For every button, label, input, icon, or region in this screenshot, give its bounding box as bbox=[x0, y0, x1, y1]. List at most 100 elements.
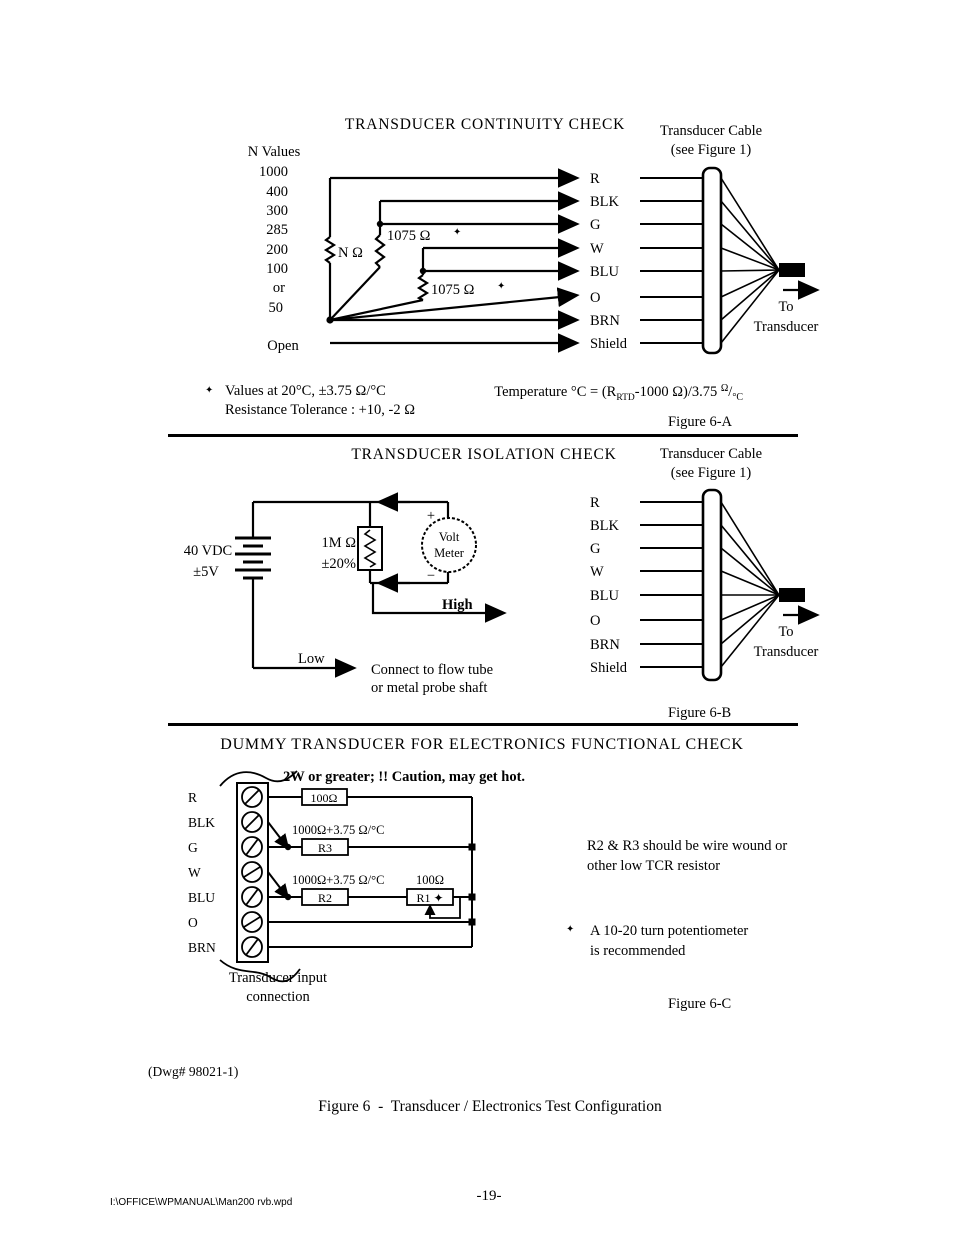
caution-note: 2W or greater; !! Caution, may get hot. bbox=[283, 769, 525, 785]
wire-label: W bbox=[590, 241, 604, 257]
section-divider bbox=[168, 434, 798, 437]
connect-note: or metal probe shaft bbox=[371, 680, 487, 696]
to-transducer-label: To bbox=[778, 299, 793, 315]
potentiometer-note: is recommended bbox=[590, 943, 686, 959]
fig-a-label: Figure 6-A bbox=[668, 414, 733, 430]
isolation-resistor bbox=[357, 526, 383, 571]
fig-b-label: Figure 6-B bbox=[668, 705, 731, 721]
asterisk-star-icon: ✦ bbox=[453, 227, 461, 238]
wire-label: Shield bbox=[590, 336, 628, 352]
figure-caption: Figure 6 - Transducer / Electronics Test… bbox=[318, 1098, 662, 1115]
drawing-number: (Dwg# 98021-1) bbox=[148, 1064, 239, 1079]
r2-spec: 1000Ω+3.75 Ω/°C bbox=[292, 873, 384, 887]
connect-note: Connect to flow tube bbox=[371, 662, 493, 678]
cable-plug bbox=[779, 263, 805, 277]
input-connection-label: connection bbox=[246, 989, 310, 1005]
asterisk-star-icon: ✦ bbox=[497, 281, 505, 292]
n-values-list: 1000 400 300 285 200 100 or 50 bbox=[259, 164, 288, 316]
resistor-value-label: 1M Ω bbox=[321, 535, 356, 551]
open-label: Open bbox=[267, 338, 299, 354]
fig-a-note1: Values at 20°C, ±3.75 Ω/°C bbox=[225, 383, 386, 399]
fig-a-cable-connector bbox=[640, 166, 820, 355]
wire-label: O bbox=[590, 290, 600, 306]
supply-voltage-label: 40 VDC bbox=[184, 543, 232, 559]
fig-b-cable-connector bbox=[640, 488, 820, 682]
n-value: or bbox=[273, 280, 285, 296]
wire-label: BLK bbox=[590, 194, 620, 210]
footnote-star-icon: ✦ bbox=[205, 385, 213, 396]
terminal-label: G bbox=[188, 840, 198, 855]
fig-c-label: Figure 6-C bbox=[668, 996, 731, 1012]
fig-a-cable-sublabel: (see Figure 1) bbox=[671, 142, 752, 158]
figure-6a-diagram: TRANSDUCER CONTINUITY CHECK Transducer C… bbox=[205, 116, 820, 430]
terminal-label: BRN bbox=[188, 940, 216, 955]
fig-c-resistors bbox=[301, 788, 454, 906]
cable-plug bbox=[779, 588, 805, 602]
formula-sub-degc: °C bbox=[732, 392, 743, 403]
n-value: 285 bbox=[266, 222, 288, 238]
low-lead-label: Low bbox=[298, 651, 325, 667]
wire-label: BLU bbox=[590, 588, 620, 604]
n-value: 300 bbox=[266, 203, 288, 219]
fig-b-cable-label: Transducer Cable bbox=[660, 446, 762, 462]
section-divider bbox=[168, 723, 798, 726]
terminal-screws bbox=[241, 786, 263, 958]
figure-6c-diagram: DUMMY TRANSDUCER FOR ELECTRONICS FUNCTIO… bbox=[188, 736, 787, 1012]
fig-a-title: TRANSDUCER CONTINUITY CHECK bbox=[345, 116, 625, 133]
fig-c-junction-dots bbox=[284, 843, 476, 926]
supply-tolerance-label: ±5V bbox=[193, 564, 219, 580]
meter-minus-sign: − bbox=[427, 568, 435, 584]
fig-a-formula: Temperature °C = (RRTD-1000 Ω)/3.75 Ω/°C bbox=[480, 366, 743, 420]
resistor-1075-label-1: 1075 Ω bbox=[387, 228, 431, 244]
wire-label: BLK bbox=[590, 518, 620, 534]
r1-designator: R1 ✦ bbox=[416, 891, 443, 905]
fig-c-terminal-labels: R BLK G W BLU O BRN bbox=[188, 790, 216, 955]
n-value: 400 bbox=[266, 184, 288, 200]
connector-bar bbox=[701, 488, 723, 682]
wire-label: O bbox=[590, 613, 600, 629]
fig-a-circuit-wires bbox=[323, 168, 580, 353]
terminal-label: W bbox=[188, 865, 201, 880]
fig-c-title: DUMMY TRANSDUCER FOR ELECTRONICS FUNCTIO… bbox=[220, 736, 744, 753]
wire-label: BRN bbox=[590, 313, 620, 329]
fig-b-cable-sublabel: (see Figure 1) bbox=[671, 465, 752, 481]
fig-c-circuit-wires bbox=[267, 796, 473, 948]
resistor-top-value: 100Ω bbox=[311, 791, 338, 805]
fig-a-junction-dots bbox=[326, 220, 427, 324]
fig-a-cable-label: Transducer Cable bbox=[660, 123, 762, 139]
to-transducer-label: Transducer bbox=[754, 644, 819, 660]
footnote-star-icon: ✦ bbox=[566, 924, 574, 935]
meter-plus-sign: + bbox=[427, 508, 435, 524]
wire-label: R bbox=[590, 171, 600, 187]
resistor-1075-label-2: 1075 Ω bbox=[431, 282, 475, 298]
formula-sup-ohm: Ω bbox=[720, 383, 729, 394]
meter-label: Meter bbox=[434, 546, 465, 560]
terminal-label: BLK bbox=[188, 815, 215, 830]
terminal-block bbox=[219, 770, 301, 983]
terminal-label: BLU bbox=[188, 890, 215, 905]
n-value: 50 bbox=[269, 300, 284, 316]
terminal-label: O bbox=[188, 915, 198, 930]
volt-meter bbox=[421, 517, 477, 573]
fig-b-title: TRANSDUCER ISOLATION CHECK bbox=[351, 446, 616, 463]
r3-spec: 1000Ω+3.75 Ω/°C bbox=[292, 823, 384, 837]
fig-b-circuit-wires bbox=[251, 492, 507, 678]
wire-label: BLU bbox=[590, 264, 620, 280]
formula-pre: Temperature °C = (R bbox=[494, 384, 617, 400]
page-number: -19- bbox=[476, 1188, 502, 1204]
wire-label: Shield bbox=[590, 660, 628, 676]
formula-slash: / bbox=[728, 384, 733, 400]
wire-label: BRN bbox=[590, 637, 620, 653]
fig-a-note2: Resistance Tolerance : +10, -2 Ω bbox=[225, 402, 415, 418]
wire-label: R bbox=[590, 495, 600, 511]
resistor-tolerance-label: ±20% bbox=[321, 556, 356, 572]
footer-file-path: I:\OFFICE\WPMANUAL\Man200 rvb.wpd bbox=[110, 1197, 293, 1208]
formula-mid: -1000 Ω)/3.75 bbox=[634, 384, 721, 400]
n-value: 1000 bbox=[259, 164, 288, 180]
r3-designator: R3 bbox=[318, 841, 332, 855]
input-connection-label: Transducer input bbox=[229, 970, 327, 986]
potentiometer-note: A 10-20 turn potentiometer bbox=[590, 923, 748, 939]
to-transducer-label: Transducer bbox=[754, 319, 819, 335]
n-value: 200 bbox=[266, 242, 288, 258]
